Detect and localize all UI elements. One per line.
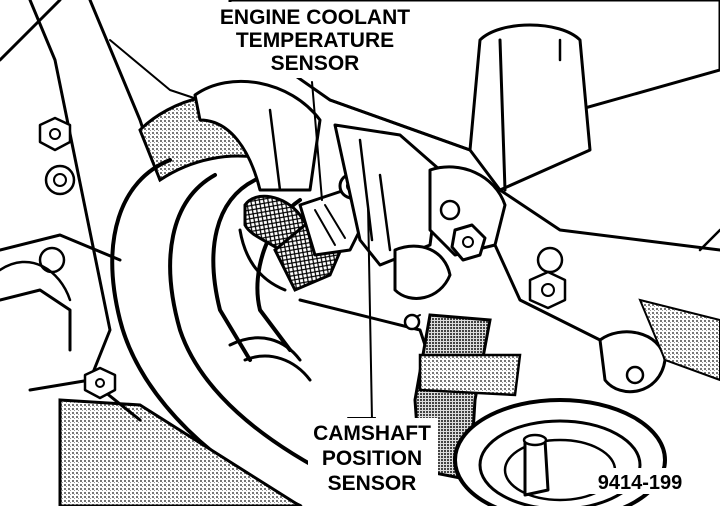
intake-elbow	[138, 79, 322, 192]
figure-number: 9414-199	[598, 472, 683, 494]
cam-label-line-2: POSITION	[322, 447, 422, 470]
cam-label-line-3: SENSOR	[328, 472, 417, 495]
coolant-label-line-2: TEMPERATURE	[236, 29, 394, 52]
coolant-label-bg	[211, 2, 417, 78]
coolant-label-line-3: SENSOR	[271, 52, 360, 75]
camshaft-sensor-housing	[333, 123, 507, 300]
camshaft-sensor-label: CAMSHAFT POSITION SENSOR	[313, 422, 431, 495]
engine-block	[0, 0, 201, 382]
right-block	[493, 188, 720, 394]
figure-number-bg	[588, 468, 692, 494]
sensor-harness	[238, 194, 347, 292]
cam-label-line-1: CAMSHAFT	[313, 422, 431, 445]
lower-panel	[28, 366, 303, 506]
coolant-hoses	[110, 158, 432, 506]
coolant-label-line-1: ENGINE COOLANT	[220, 6, 410, 29]
cam-label-bg	[308, 418, 438, 496]
coolant-sensor-label: ENGINE COOLANT TEMPERATURE SENSOR	[220, 6, 410, 75]
